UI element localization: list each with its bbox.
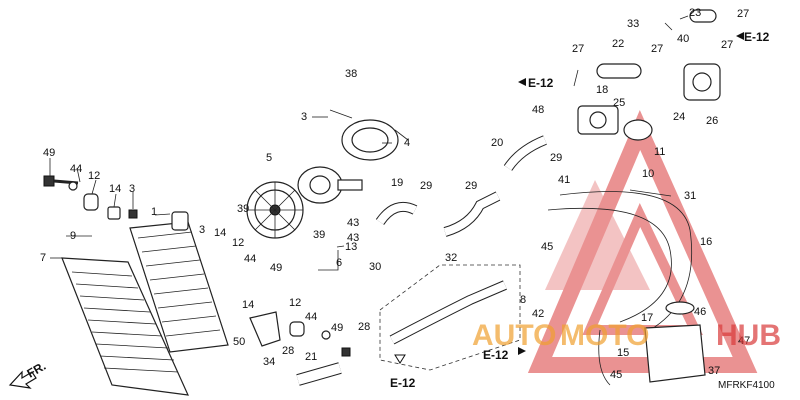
callout: 25 [613,97,625,109]
front-direction-arrow: FR. [8,359,48,389]
callout: 11 [654,146,665,158]
radiator-cap [623,119,653,141]
callout: 9 [70,230,76,242]
callout: 33 [627,18,639,30]
callout: 14 [109,183,121,195]
callout: 50 [233,336,245,348]
callout-numbers: 1 3 3 3 4 5 6 7 8 9 10 11 12 12 12 13 14… [40,7,750,381]
callout: 15 [617,347,629,359]
callout: 27 [721,39,733,51]
callout: 16 [700,236,712,248]
callout: 44 [244,253,256,265]
callout: 29 [550,152,562,164]
callout: 38 [345,68,357,80]
svg-text:AUTO: AUTO [472,319,556,352]
fan-motor [297,166,363,204]
callout: 39 [313,229,325,241]
dashed-engine-outline [379,264,521,371]
callout: 45 [541,241,553,253]
callout: 27 [572,43,584,55]
callout: 41 [558,174,570,186]
callout: 39 [237,203,249,215]
callout: 43 [347,232,359,244]
mount-bracket-lower [249,311,351,357]
callout: 32 [445,252,457,264]
callout: 22 [612,38,624,50]
callout: 30 [369,261,381,273]
callout: 48 [532,104,544,116]
ref-label: E-12 [390,376,416,390]
callout: 18 [596,84,608,96]
callout: 14 [214,227,226,239]
coolant-hose-21 [296,362,342,386]
callout: 34 [263,356,275,368]
ref-label: E-12 [483,348,509,362]
callout: 19 [391,177,403,189]
callout: 44 [70,163,82,175]
callout: 46 [694,306,706,318]
watermark-logo [527,109,758,373]
radiator-grille [61,257,189,396]
coolant-hose-22 [596,63,642,79]
callout: 45 [610,369,622,381]
callout: 26 [706,115,718,127]
diagram-code: MFRKF4100 [718,380,775,391]
ref-e12-labels: E-12 E-12 E-12 E-12 [390,30,770,390]
callout: 12 [232,237,244,249]
callout: 49 [331,322,343,334]
coolant-hose-19 [375,202,418,225]
callout: 6 [336,257,342,269]
callout: 3 [199,224,205,236]
callout: 17 [641,312,653,324]
svg-text:MOTO: MOTO [560,319,649,352]
callout: 12 [289,297,301,309]
callout: 29 [465,180,477,192]
callout: 12 [88,170,100,182]
coolant-hose-20 [503,135,547,171]
ref-label: E-12 [528,76,554,90]
callout: 37 [708,365,720,377]
callout: 44 [305,311,317,323]
callout: 21 [305,351,317,363]
callout: 4 [404,137,410,149]
leader-lines [49,15,689,271]
callout: 5 [266,152,272,164]
callout: 49 [43,147,55,159]
callout: 27 [651,43,663,55]
callout: 28 [282,345,294,357]
ref-label: E-12 [744,30,770,44]
callout: 23 [689,7,701,19]
thermostat-housing [577,105,619,135]
callout: 8 [520,294,526,306]
callout: 49 [270,262,282,274]
svg-text:HUB: HUB [716,319,781,352]
watermark-brand: AUTO MOTO HUB [472,319,781,352]
callout: 20 [491,137,503,149]
callout: 3 [129,183,135,195]
callout: 10 [642,168,654,180]
reserve-tank [644,301,706,383]
callout: 14 [242,299,254,311]
callout: 28 [358,321,370,333]
callout: 13 [345,241,357,253]
callout: 3 [301,111,307,123]
callout: 27 [737,8,749,20]
water-pump [683,63,721,101]
callout: 29 [420,180,432,192]
cooling-fan [246,181,304,239]
radiator-core [129,211,229,353]
callout: 47 [738,335,750,347]
mount-hardware-upper-left [43,175,138,220]
callout: 43 [347,217,359,229]
callout: 24 [673,111,685,123]
coolant-hose-23 [689,9,717,23]
callout: 31 [684,190,696,202]
callout: 42 [532,308,544,320]
fan-shroud [329,109,409,161]
callout: 40 [677,33,689,45]
callout: 7 [40,252,46,264]
coolant-pipe-32 [443,191,501,237]
callout: 1 [151,206,157,218]
